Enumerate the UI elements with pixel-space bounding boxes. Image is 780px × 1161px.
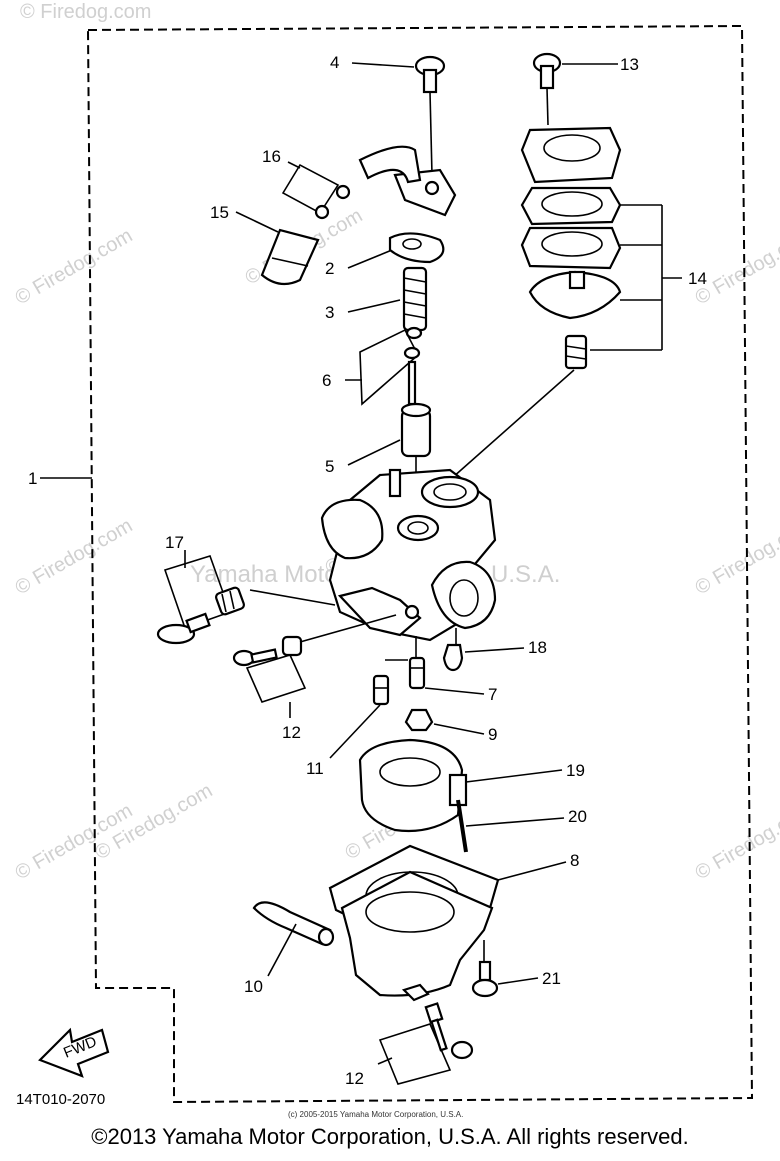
part-10-hose <box>252 901 335 977</box>
label-4: 4 <box>330 53 339 72</box>
label-11: 11 <box>306 759 324 778</box>
part-9-main-jet <box>404 708 485 735</box>
part-21-screw <box>471 940 539 998</box>
part-14-diaphragm-assembly <box>451 126 682 479</box>
assembly-boundary <box>86 24 754 1104</box>
label-19: 19 <box>566 761 585 780</box>
label-12-top: 12 <box>282 723 301 742</box>
watermark-site: © Firedog.com <box>692 225 780 310</box>
label-13: 13 <box>620 55 639 74</box>
label-15: 15 <box>210 203 229 222</box>
float-bowl <box>340 870 494 1002</box>
part-17-pilot-screw <box>156 550 336 645</box>
part-19-float <box>358 738 563 833</box>
fuel-inlet-elbow <box>358 145 457 217</box>
part-18-plug <box>442 643 525 672</box>
watermark-site: © Firedog.com <box>20 1 151 23</box>
label-18: 18 <box>528 638 547 657</box>
part-11-pilot-jet <box>329 674 390 759</box>
small-credit: (c) 2005-2015 Yamaha Motor Corporation, … <box>288 1110 463 1119</box>
part-12-idle-screw <box>232 614 397 718</box>
watermark-site: © Firedog.com <box>12 225 137 310</box>
label-6: 6 <box>322 371 331 390</box>
label-10: 10 <box>244 977 263 996</box>
label-5: 5 <box>325 457 334 476</box>
label-14: 14 <box>688 269 707 288</box>
watermark-site: © Firedog.com <box>692 515 780 600</box>
fwd-arrow-icon: FWD <box>38 1027 110 1078</box>
label-12-bottom: 12 <box>345 1069 364 1088</box>
watermark-site: © Firedog.com <box>692 800 780 885</box>
part-20-float-pin <box>456 799 565 853</box>
label-7: 7 <box>488 685 497 704</box>
part-12-drain-screw <box>377 1002 474 1085</box>
part-1-carburetor-body <box>320 468 497 665</box>
diagram-code: 14T010-2070 <box>16 1091 105 1108</box>
copyright-notice: ©2013 Yamaha Motor Corporation, U.S.A. A… <box>91 1124 689 1149</box>
label-20: 20 <box>568 807 587 826</box>
watermark-site: © Firedog.com <box>12 515 137 600</box>
part-5-throttle-slide <box>347 402 432 510</box>
label-21: 21 <box>542 969 561 988</box>
part-6-clip-needle <box>345 326 423 406</box>
part-15-cap <box>235 211 320 286</box>
label-8: 8 <box>570 851 579 870</box>
part-7-main-nozzle <box>408 656 485 695</box>
label-9: 9 <box>488 725 497 744</box>
label-1: 1 <box>28 469 37 488</box>
part-16-screws <box>281 161 351 220</box>
label-16: 16 <box>262 147 281 166</box>
label-17: 17 <box>165 533 184 552</box>
label-2: 2 <box>325 259 334 278</box>
label-3: 3 <box>325 303 334 322</box>
part-2-gasket <box>347 232 445 269</box>
part-4-screw <box>351 55 446 176</box>
part-13-screw <box>532 52 618 126</box>
part-3-spring <box>347 266 428 332</box>
